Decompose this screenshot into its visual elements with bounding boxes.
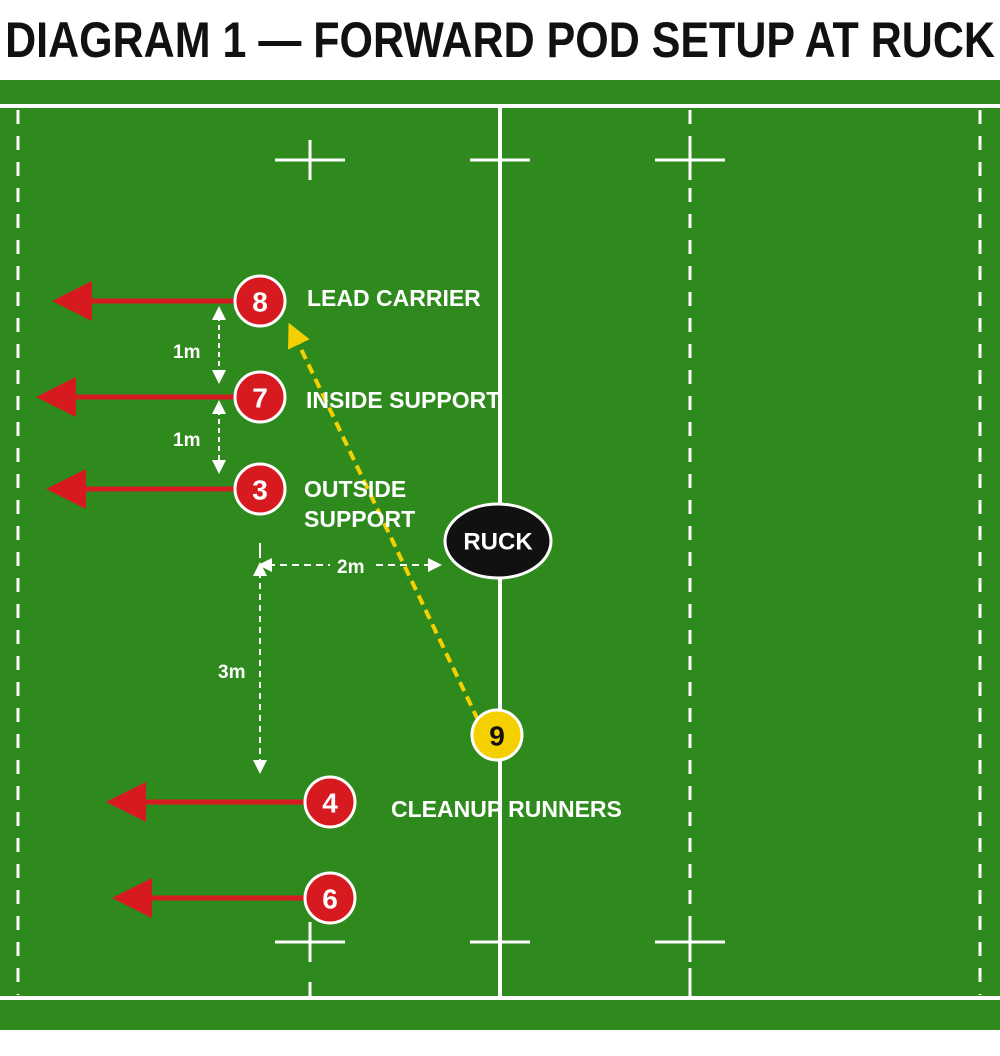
player-4: 4 [303, 775, 357, 829]
player-8: 8 [233, 274, 287, 328]
player-number: 8 [252, 287, 268, 318]
label-outside-support-2: SUPPORT [304, 506, 415, 532]
player-3: 3 [233, 462, 287, 516]
label-inside-support: INSIDE SUPPORT [306, 387, 500, 413]
distance-label-depth: 3m [218, 662, 245, 683]
player-number: 9 [489, 721, 505, 752]
distance-label-7-3: 1m [173, 430, 200, 451]
distance-label-ruck: 2m [337, 557, 364, 578]
cross-marks [275, 140, 725, 998]
pass-arrow-9-to-8 [288, 322, 480, 721]
label-outside-support-1: OUTSIDE [304, 476, 406, 502]
player-number: 3 [252, 475, 268, 506]
player-7: 7 [233, 370, 287, 424]
player-9: 9 [470, 708, 524, 762]
rugby-field-diagram: 1m 1m 2m 3m RUCK 8 7 3 4 6 9 LEAD CARRIE… [0, 80, 1000, 1030]
player-number: 6 [322, 884, 338, 915]
distance-label-8-7: 1m [173, 342, 200, 363]
ruck-label: RUCK [463, 529, 533, 556]
ruck: RUCK [443, 502, 553, 580]
player-6: 6 [303, 871, 357, 925]
player-number: 4 [322, 788, 338, 819]
player-number: 7 [252, 383, 268, 414]
label-lead-carrier: LEAD CARRIER [307, 285, 481, 311]
label-cleanup-runners: CLEANUP RUNNERS [391, 796, 622, 822]
page-title: DIAGRAM 1 — FORWARD POD SETUP AT RUCK [5, 12, 995, 68]
